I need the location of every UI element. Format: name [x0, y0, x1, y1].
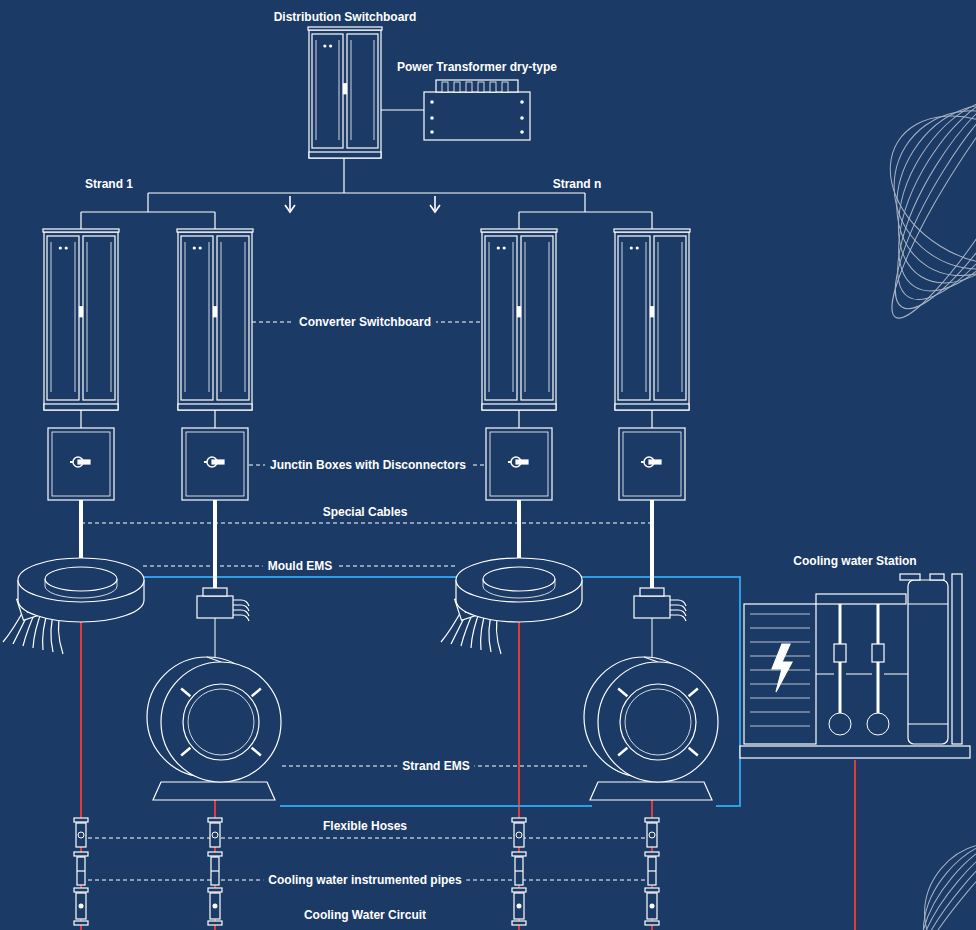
power-transformer: Power Transformer dry-type	[424, 80, 530, 140]
callout-label: Flexible Hoses	[318, 819, 412, 834]
switchboard-cabinet	[308, 27, 382, 158]
connector-line	[381, 109, 424, 110]
cooling-water-circuit	[81, 612, 855, 930]
node-heading: Distribution Switchboard	[274, 10, 417, 25]
cooling-pipes	[143, 577, 740, 806]
callout-label: Cooling water instrumented pipes	[263, 873, 466, 888]
cabinet-drawing	[309, 30, 381, 158]
callout-label: Converter Switchboard	[294, 315, 436, 330]
instrumented-pipe	[208, 818, 222, 925]
power-bus	[81, 158, 652, 232]
switchboard-cabinet	[481, 229, 557, 410]
strand-ems	[147, 588, 281, 800]
junction-box	[182, 428, 248, 500]
mould-ems	[441, 558, 582, 654]
callout-label: Strand 1	[80, 177, 138, 192]
mould-ems	[3, 558, 144, 654]
callout-label: Junctin Boxes with Disconnectors	[265, 458, 471, 473]
junction-box	[48, 428, 114, 500]
callout-label: Mould EMS	[263, 559, 338, 574]
switchboard-cabinet	[177, 229, 253, 410]
distribution-switchboard: Distribution Switchboard	[309, 30, 381, 158]
node-heading: Power Transformer dry-type	[397, 60, 557, 75]
callout-leaders	[81, 322, 652, 880]
callout-label: Special Cables	[318, 505, 413, 520]
switchboard-cabinet	[614, 229, 690, 410]
node-heading: Cooling water Station	[793, 554, 916, 569]
switchboard-cabinet	[43, 229, 119, 410]
callout-label: Cooling Water Circuit	[299, 908, 431, 923]
cooling-water-station: Cooling water Station	[740, 574, 970, 762]
strand-ems	[584, 588, 718, 800]
station-drawing	[740, 574, 970, 762]
instrumented-pipe	[645, 818, 659, 925]
callout-label: Strand n	[548, 177, 607, 192]
instrumented-pipe	[512, 818, 526, 925]
callout-label: Strand EMS	[397, 759, 474, 774]
transformer-drawing	[424, 80, 530, 140]
junction-box	[619, 428, 685, 500]
decorative-curves	[863, 48, 976, 930]
junction-box	[486, 428, 552, 500]
instrumented-pipe	[74, 818, 88, 925]
